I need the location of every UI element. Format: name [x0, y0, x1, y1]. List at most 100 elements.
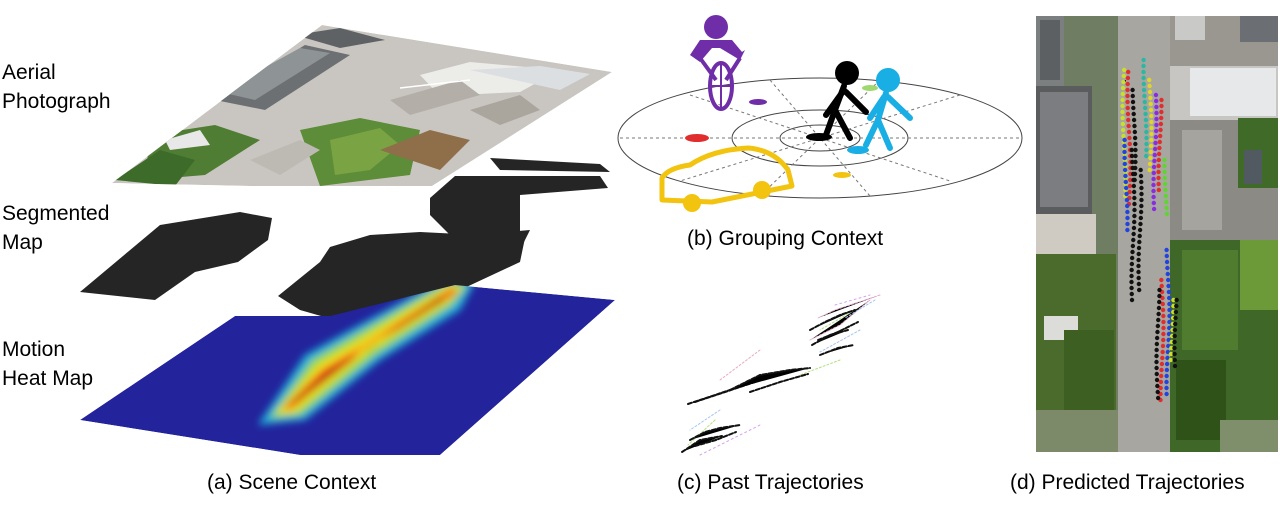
label-line-2: Map — [2, 231, 43, 254]
trajectory-dot — [1136, 281, 1142, 287]
trajectory-dot — [1138, 209, 1144, 215]
agent-markers — [685, 85, 878, 178]
trajectory-dot — [1148, 107, 1154, 113]
caption-grouping-context: (b) Grouping Context — [687, 227, 884, 250]
trajectory-dot — [1120, 103, 1125, 109]
label-motion-heat-map: Motion Heat Map — [2, 335, 93, 393]
trajectory-dot — [1173, 315, 1178, 321]
trajectory-dot — [1156, 163, 1161, 169]
trajectory-dot — [1157, 145, 1162, 151]
trajectory-dot — [1141, 87, 1147, 93]
trajectory-dot — [1127, 135, 1132, 141]
trajectory-dot — [1144, 147, 1149, 153]
trajectory-dot — [1153, 140, 1158, 146]
trajectory-dot — [1120, 97, 1125, 103]
trajectory-dot — [1154, 377, 1160, 383]
trajectory-dot — [1129, 273, 1134, 279]
trajectory-dot — [1147, 89, 1153, 95]
trajectory-dot — [1137, 233, 1142, 239]
trajectory-dot — [1143, 111, 1148, 117]
trajectory-dot — [1156, 169, 1161, 175]
trajectory-dot — [1154, 341, 1160, 347]
trajectory-dot — [1157, 287, 1162, 293]
trajectory-dot — [1161, 331, 1166, 337]
segmented-map-layer — [80, 158, 610, 330]
trajectory-dot — [1133, 153, 1138, 159]
trajectory-dot — [1166, 283, 1171, 289]
trajectory-dot — [1131, 225, 1137, 231]
trajectory-dot — [1174, 303, 1179, 309]
trajectory-dot — [1148, 155, 1153, 161]
trajectory-dot — [1172, 327, 1178, 333]
trajectory-dot — [1158, 385, 1163, 391]
trajectory-dot — [1147, 83, 1152, 89]
trajectory-dot — [1153, 92, 1159, 98]
trajectory-dot — [1166, 295, 1172, 301]
pedestrian-cyan-icon — [863, 68, 913, 151]
trajectory-dot — [1131, 177, 1136, 183]
trajectory-dot — [1154, 116, 1159, 122]
trajectory-dot — [1159, 109, 1164, 115]
trajectory-dot — [1136, 269, 1141, 275]
trajectory-dot — [1126, 129, 1132, 135]
trajectory-dot — [1132, 195, 1137, 201]
trajectory-dot — [1155, 383, 1160, 389]
trajectory-dot — [1130, 99, 1136, 105]
trajectory-dot — [1155, 395, 1161, 401]
trajectory-dot — [1168, 357, 1173, 363]
trajectory-dot — [1137, 227, 1143, 233]
trajectory-dot — [1129, 297, 1135, 303]
trajectory-dot — [1133, 147, 1138, 153]
trajectory-dot — [1152, 158, 1157, 164]
trajectory-dot — [1156, 317, 1161, 323]
trajectory-dot — [1151, 188, 1156, 194]
trajectory-dot — [1158, 379, 1164, 385]
trajectory-dot — [1138, 215, 1144, 221]
trajectory-dot — [1158, 115, 1164, 121]
trajectory-dot — [1156, 181, 1161, 187]
trajectory-dot — [1160, 307, 1166, 313]
trajectory-dot — [1151, 176, 1156, 182]
trajectory-dot — [1151, 164, 1157, 170]
trajectory-dot — [1120, 109, 1125, 115]
trajectory-dot — [1151, 200, 1157, 206]
trajectory-dot — [1149, 125, 1154, 131]
trajectory-dot — [1129, 153, 1135, 159]
trajectory-dot — [1161, 313, 1166, 319]
trajectory-dot — [1156, 157, 1162, 163]
trajectory-dot — [1148, 101, 1153, 107]
trajectory-dot — [1152, 146, 1158, 152]
predicted-trajectory-dots — [1120, 57, 1179, 403]
trajectory-dot — [1122, 143, 1127, 149]
trajectory-dot — [1149, 131, 1154, 137]
trajectory-dot — [1122, 149, 1127, 155]
trajectory-dot — [1164, 211, 1170, 217]
trajectory-dot — [1132, 129, 1138, 135]
trajectory-dot — [1124, 197, 1130, 203]
trajectory-dot — [1132, 207, 1137, 213]
marker-green — [862, 85, 878, 91]
trajectory-dot — [1162, 157, 1167, 163]
trajectory-dot — [1154, 359, 1159, 365]
trajectory-dot — [1173, 309, 1179, 315]
trajectory-dot — [1172, 339, 1177, 345]
trajectory-dot — [1165, 277, 1171, 283]
trajectory-dot — [1147, 161, 1153, 167]
trajectory-dot — [1124, 203, 1130, 209]
trajectory-dot — [1120, 85, 1126, 91]
trajectory-dot — [1154, 353, 1159, 359]
caption-predicted-trajectories: (d) Predicted Trajectories — [1010, 471, 1245, 494]
trajectory-dot — [1164, 361, 1170, 367]
trajectory-dot — [1159, 361, 1165, 367]
marker-cyan — [847, 146, 869, 154]
trajectory-dot — [1133, 159, 1138, 165]
trajectory-dot — [1172, 363, 1178, 369]
trajectory-dot — [1151, 170, 1157, 176]
trajectory-dot — [1125, 209, 1130, 215]
trajectory-dot — [1131, 189, 1137, 195]
trajectory-dot — [1155, 389, 1160, 395]
trajectory-dot — [1143, 117, 1149, 123]
aerial-photograph-layer — [112, 25, 612, 186]
trajectory-dot — [1131, 183, 1137, 189]
